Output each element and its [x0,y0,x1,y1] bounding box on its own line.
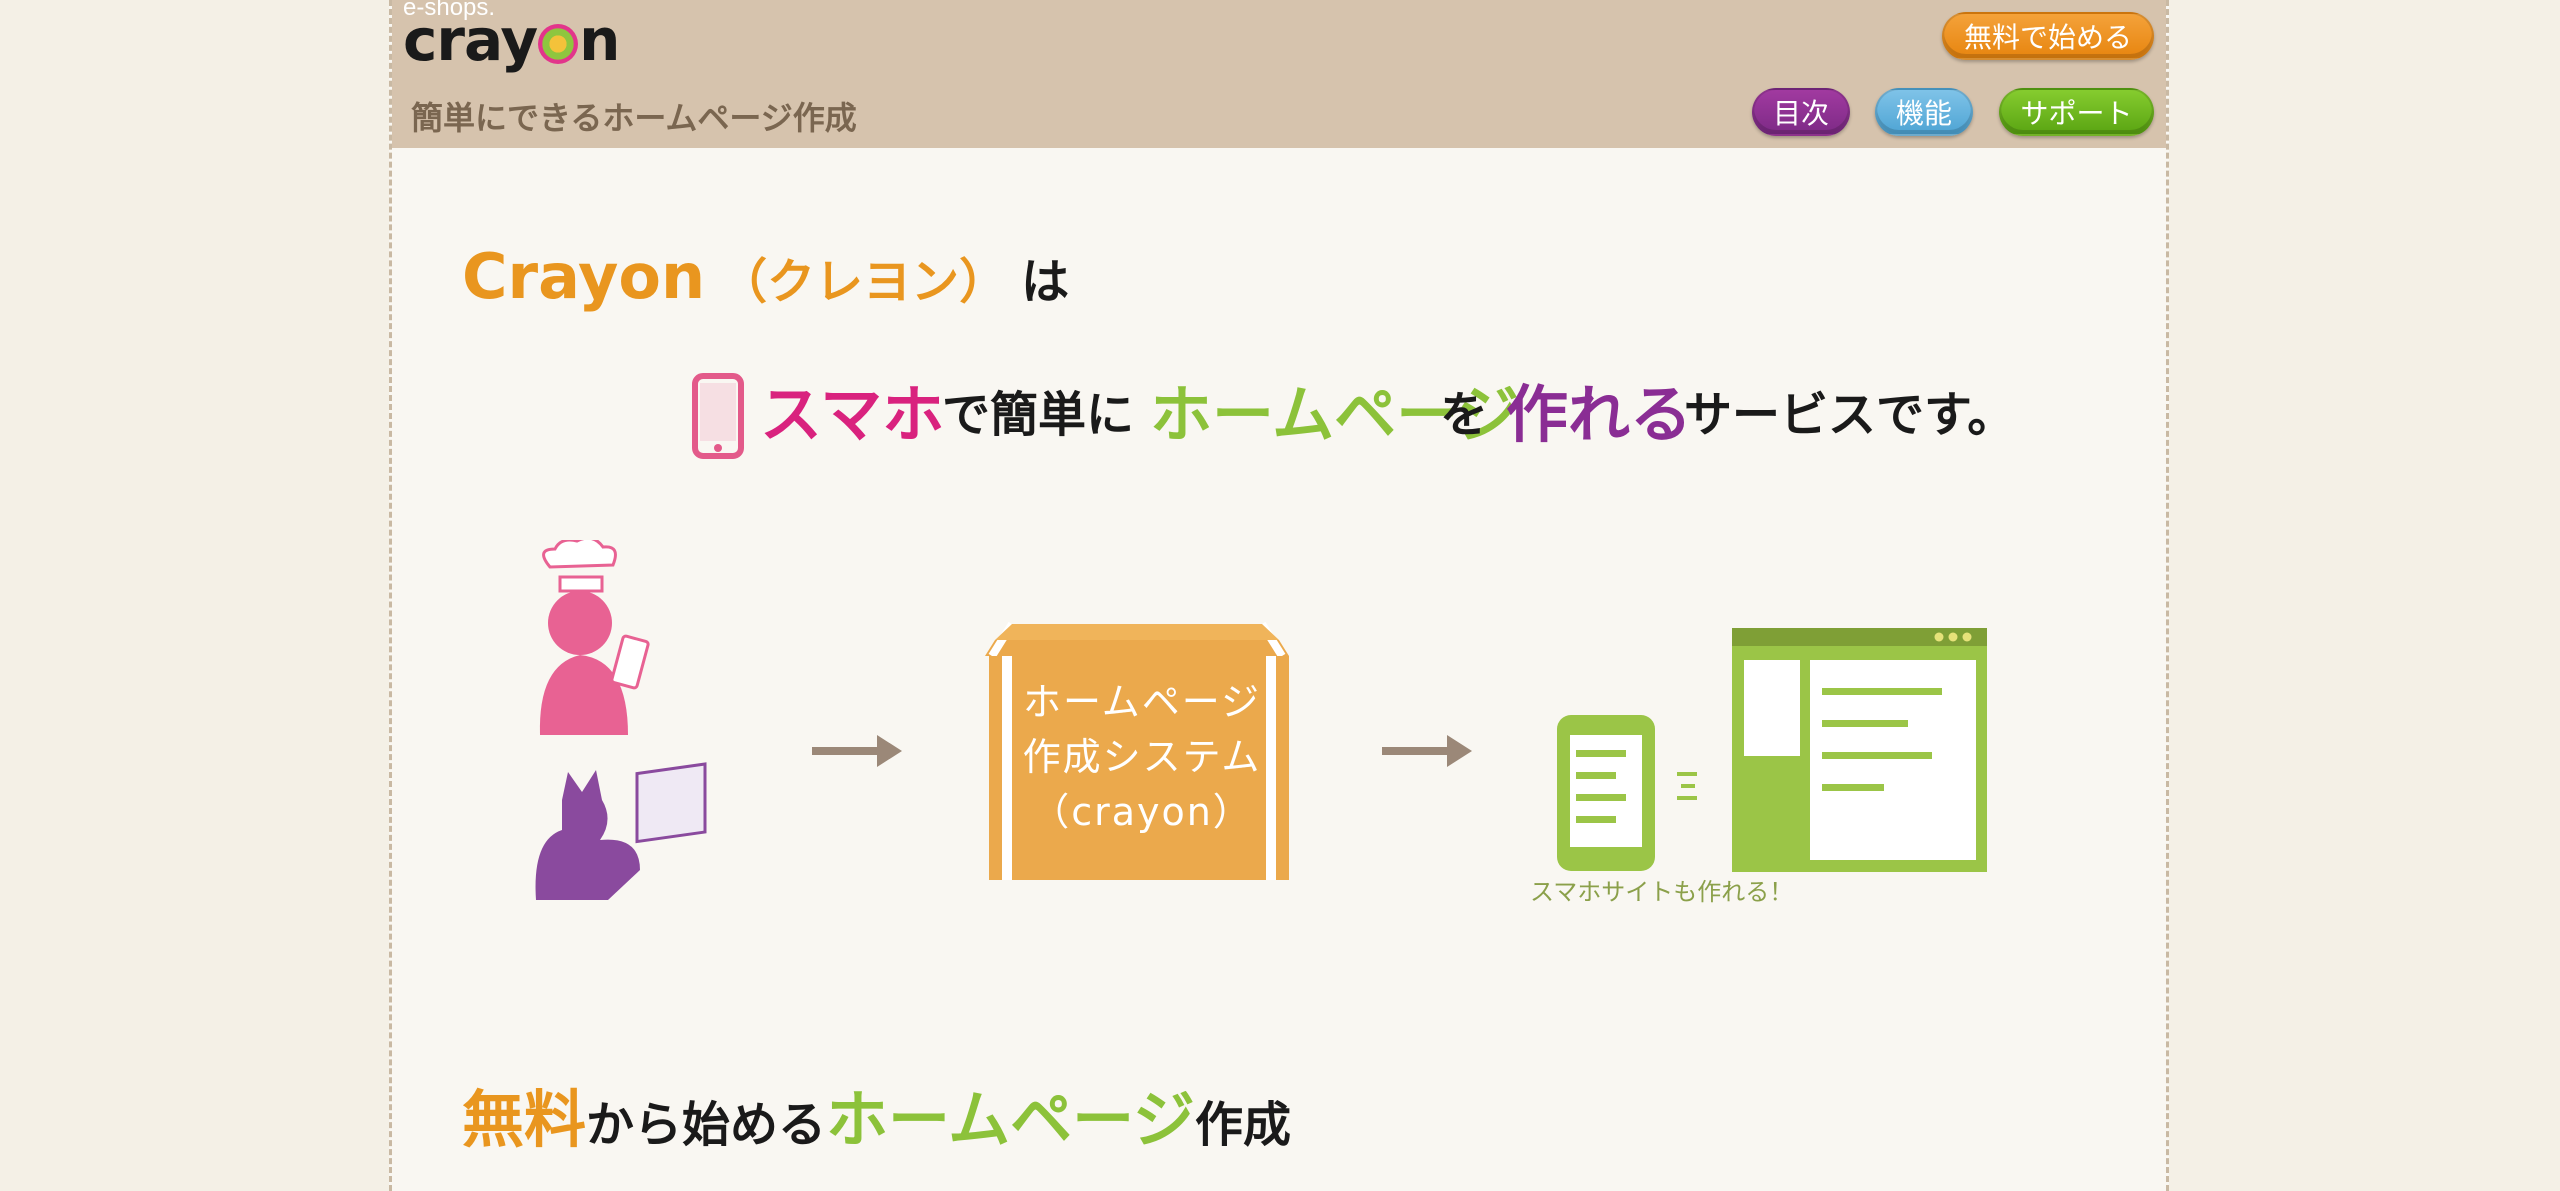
workflow-illustration [535,540,1987,900]
brand-kana: （クレヨン） [719,254,1008,310]
crayon-box-icon [985,621,1289,880]
desktop-site-icon [1732,628,1987,872]
section-heading-free: 無料 [462,1083,587,1156]
box-line-2: 作成システム [1022,735,1262,779]
intro-heading: Crayon（クレヨン）は [462,240,1069,313]
headline-homepage: ホームページ [1150,378,1519,451]
eshops-logo-text: e-shops. [403,0,496,21]
headline-tsukureru: 作れる [1506,378,1693,451]
site-tagline: 簡単にできるホームページ作成 [411,99,857,137]
smartphone-site-icon [1557,715,1697,871]
intro-particle: は [1021,254,1070,310]
box-label: ホームページ 作成システム （crayon） [992,675,1292,840]
features-button[interactable]: 機能 [1875,88,1973,136]
arrow-right-icon [1382,735,1472,767]
section-heading-mid2: 作成 [1194,1097,1291,1153]
logo-ring-icon [538,24,579,64]
box-line-1: ホームページ [1022,680,1262,724]
section-heading-mid1: から始める [586,1097,827,1153]
start-free-button[interactable]: 無料で始める [1942,12,2154,60]
headline-wo: を [1440,387,1489,443]
workflow-diagram: ホームページ 作成システム （crayon） スマホサイトも作れる！ [392,540,2172,980]
headline-de-kantan: で簡単に [942,387,1135,443]
headline-smaho: スマホ [760,378,945,451]
smaho-site-caption: スマホサイトも作れる！ [1530,878,1794,906]
section-heading-homepage: ホームページ [826,1083,1195,1156]
chef-user-icon [539,540,650,735]
logo-text-end: n [579,6,620,74]
logo-text-start: cray [403,6,538,74]
box-line-3: （crayon） [1031,790,1253,834]
section-heading: 無料から始めるホームページ作成 [462,1085,1291,1171]
arrow-right-icon [812,735,902,767]
brand-name: Crayon [462,240,706,313]
smartphone-icon [692,373,744,459]
support-button[interactable]: サポート [1999,88,2154,136]
toc-button[interactable]: 目次 [1752,88,1850,136]
headline-service: サービスです。 [1684,387,2016,443]
cat-user-icon [535,762,707,900]
